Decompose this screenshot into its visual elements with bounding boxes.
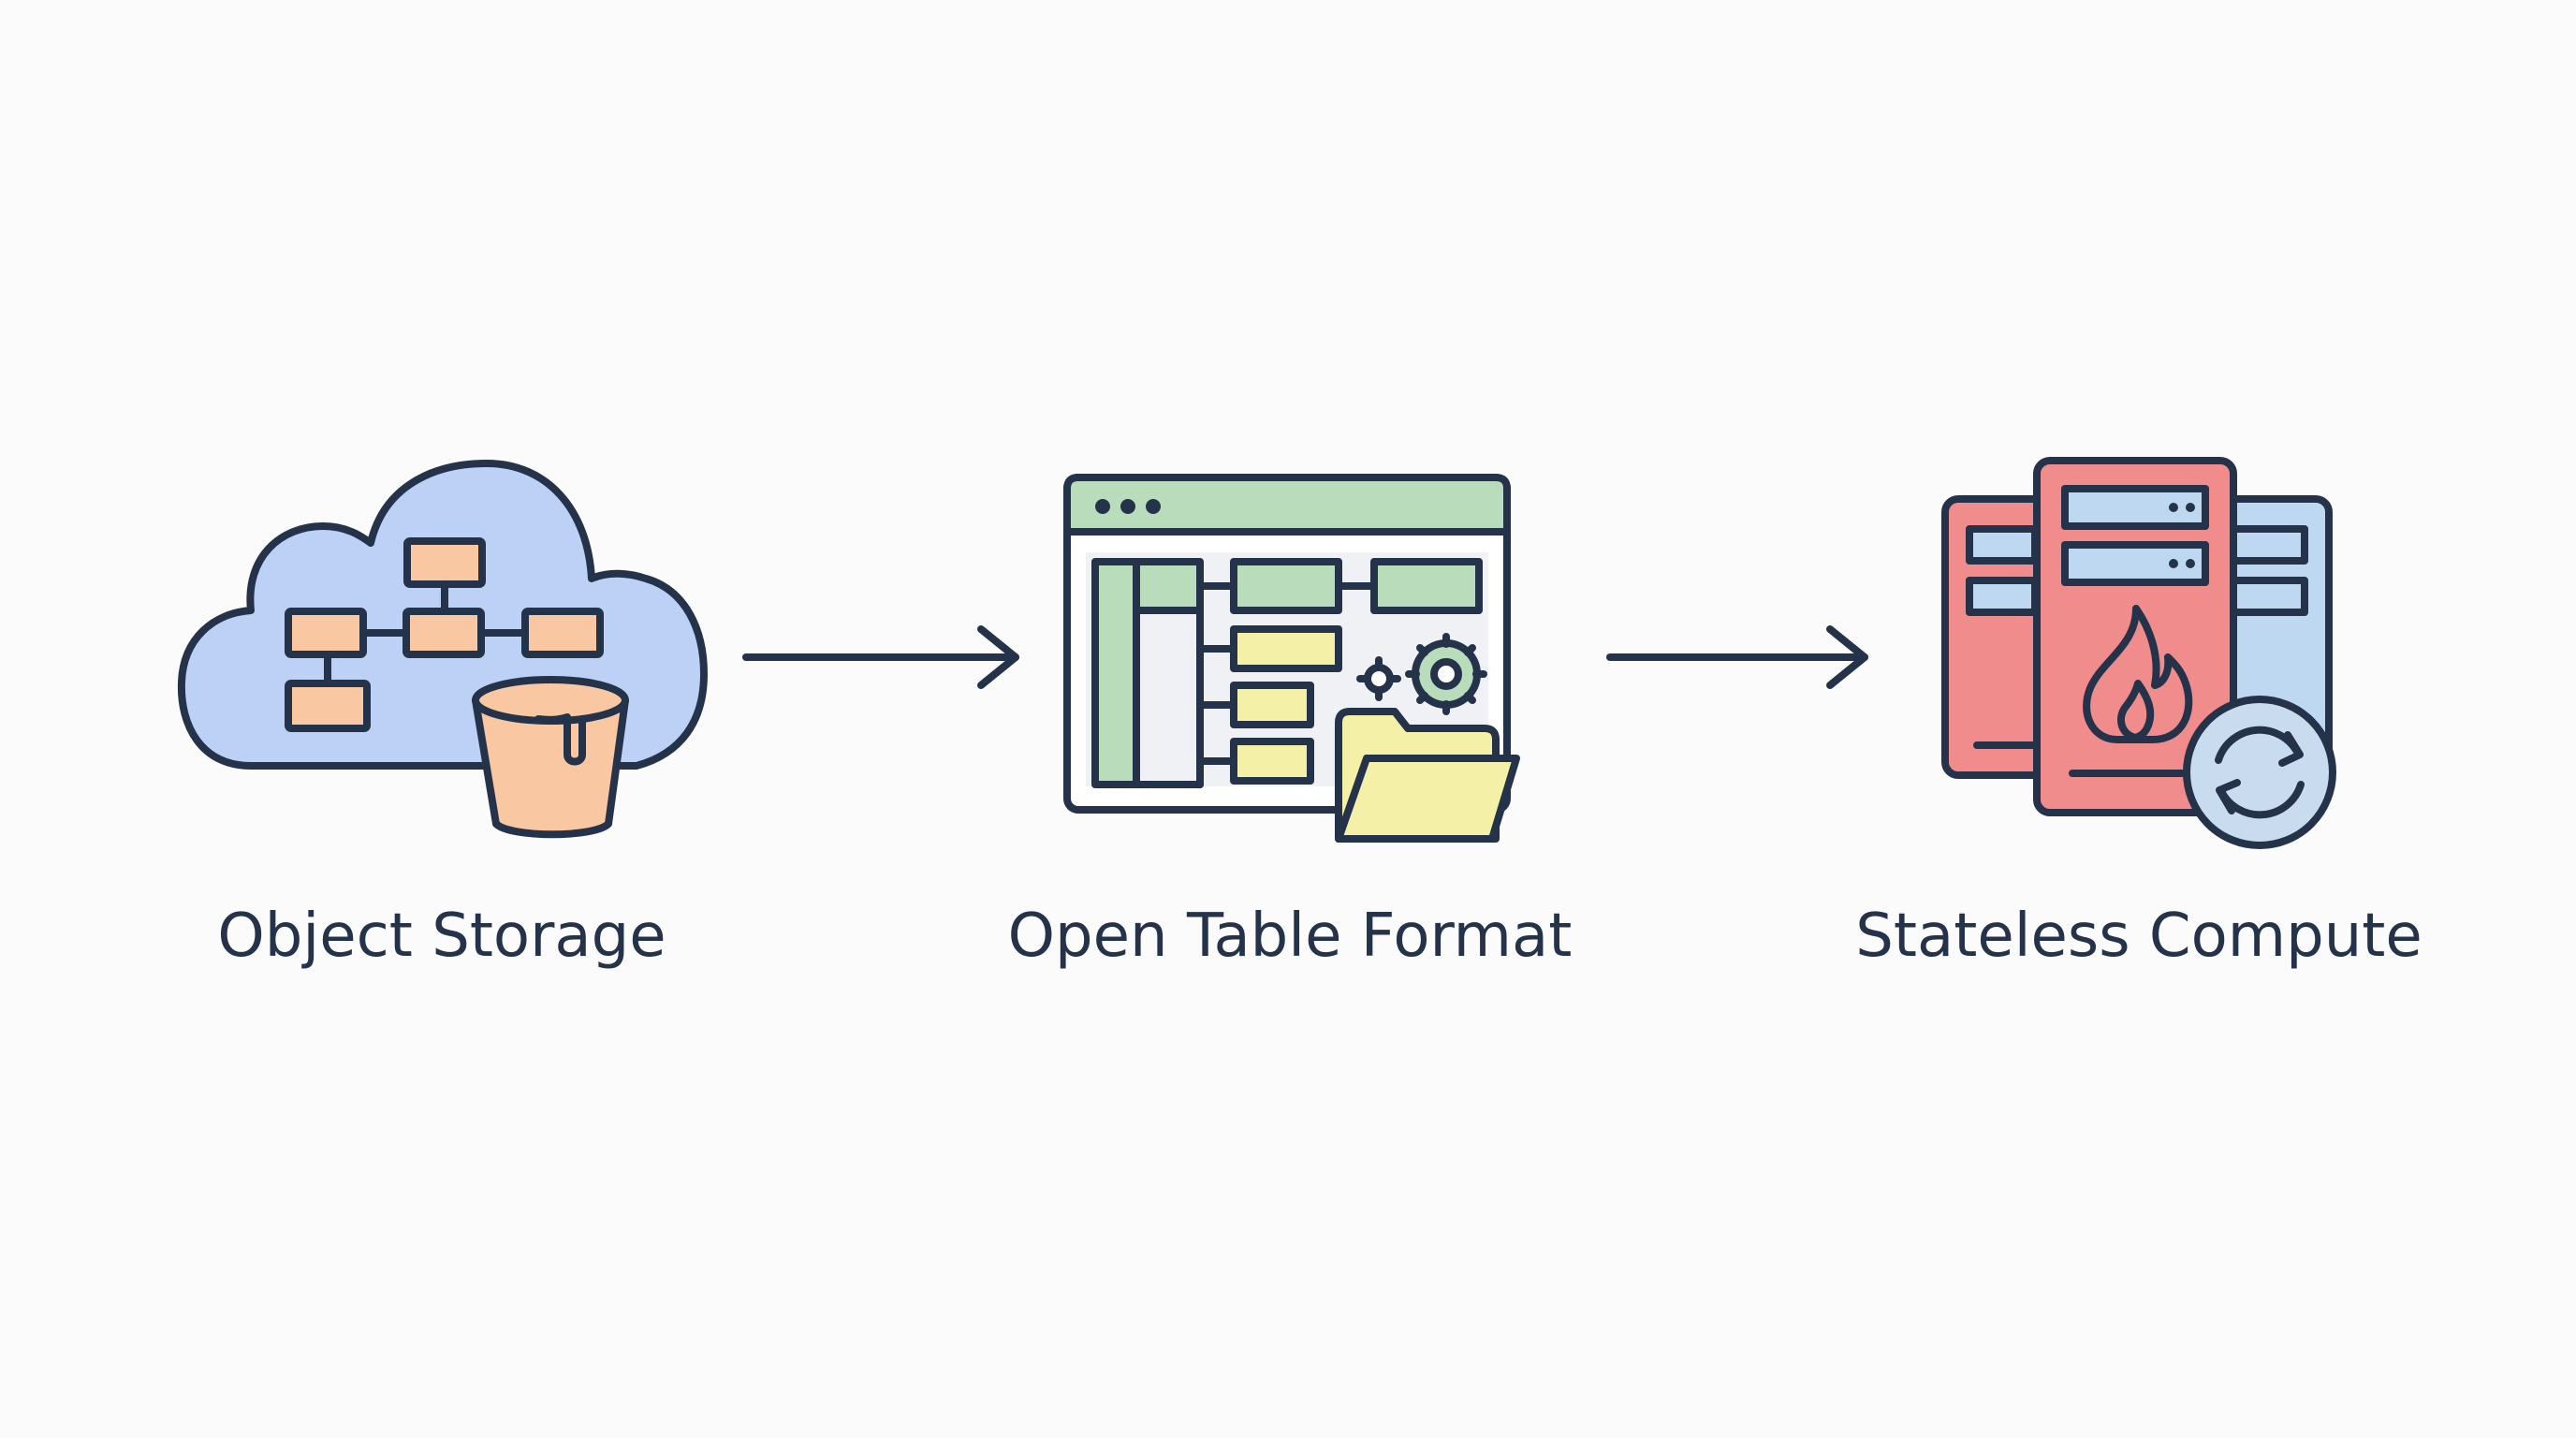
small-gear-icon	[1356, 656, 1401, 701]
bucket-drip	[534, 713, 586, 766]
window-dot	[1095, 499, 1110, 514]
data-cell	[1230, 625, 1342, 672]
refresh-icon	[2183, 696, 2336, 849]
flame-icon	[2083, 605, 2193, 743]
node-box-bottom	[285, 680, 371, 732]
bucket-body	[472, 697, 629, 839]
node-label-stateless-compute: Stateless Compute	[1855, 902, 2422, 971]
window-dot	[1120, 499, 1135, 514]
window-dot	[1146, 499, 1161, 514]
arrow-1	[742, 625, 1019, 689]
data-cell	[1230, 738, 1314, 785]
folder-front	[1335, 755, 1520, 843]
bucket-icon	[472, 676, 629, 839]
bucket-rim	[472, 676, 629, 725]
column-2	[1133, 558, 1204, 614]
node-box-left	[285, 608, 367, 658]
arrow-2	[1606, 625, 1868, 689]
node-label-object-storage: Object Storage	[217, 902, 666, 971]
folder-icon	[1335, 708, 1520, 843]
data-cell	[1230, 682, 1314, 728]
node-label-open-table-format: Open Table Format	[1007, 902, 1573, 971]
column-1	[1091, 558, 1140, 788]
window-header	[1063, 474, 1511, 536]
gear-icon	[1405, 633, 1487, 715]
node-box-right	[521, 608, 604, 658]
servers-icon	[1941, 457, 2333, 816]
table-window-icon	[1063, 474, 1511, 814]
header-cell	[1230, 558, 1342, 614]
node-box-middle	[402, 608, 485, 658]
node-box-top	[403, 537, 486, 588]
header-cell	[1370, 558, 1483, 614]
